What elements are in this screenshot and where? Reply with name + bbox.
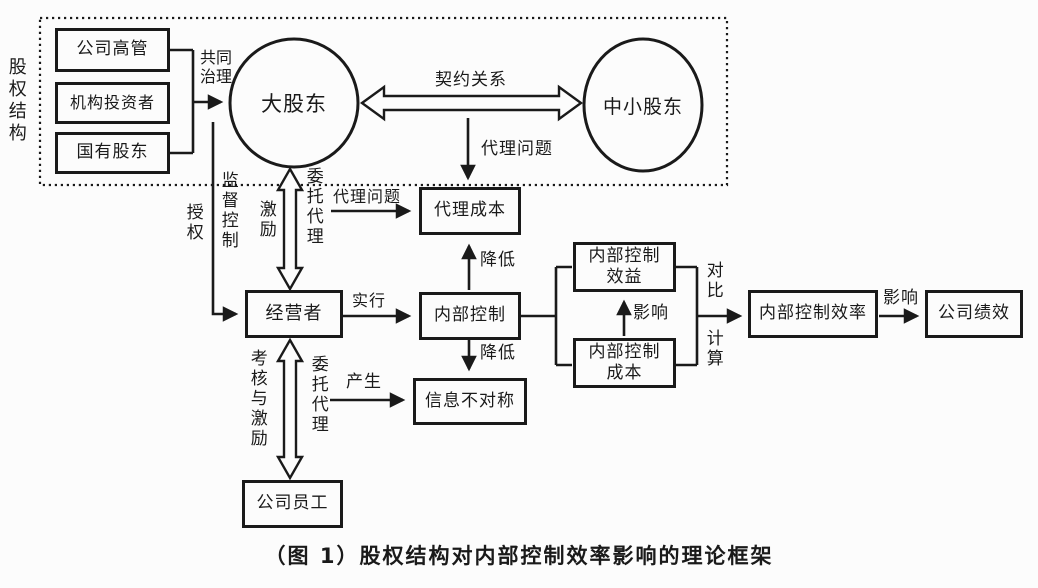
edge-label-calculate: 计算 — [702, 329, 723, 369]
edge-label-supervise-control: 监督控制 — [217, 171, 238, 251]
node-ic-cost-label: 内部控制成本 — [588, 341, 661, 383]
compare-merge-bracket — [676, 265, 699, 367]
equity-structure-dotted-frame — [38, 16, 729, 187]
edge-label-authorize: 授权 — [182, 203, 203, 243]
edge-label-affect-mid: 影响 — [633, 303, 669, 323]
node-ic-benefit: 内部控制效益 — [573, 242, 676, 292]
edge-label-appraisal-incentive: 考核与激励 — [246, 349, 267, 449]
edge-label-incentive: 激励 — [255, 200, 276, 240]
node-manager-label: 经营者 — [265, 302, 323, 324]
edge-label-compare: 对比 — [702, 261, 723, 301]
node-minor-shareholder-label: 中小股东 — [602, 95, 683, 118]
edge-label-principal-agent-top: 委托代理 — [302, 167, 323, 247]
node-institutional-investors-label: 机构投资者 — [69, 93, 155, 112]
node-firm-performance-label: 公司绩效 — [938, 303, 1010, 324]
principal-agent-top-double-arrow — [275, 166, 305, 292]
node-info-asymmetry-label: 信息不对称 — [425, 390, 515, 411]
internal-control-fork-bracket — [521, 265, 572, 367]
node-company-executives-label: 公司高管 — [76, 39, 149, 60]
node-company-executives: 公司高管 — [55, 28, 170, 72]
edge-label-contract-relation: 契约关系 — [435, 70, 507, 90]
node-agency-cost: 代理成本 — [419, 187, 521, 235]
node-firm-performance: 公司绩效 — [925, 290, 1023, 338]
edge-label-joint-governance: 共同治理 — [199, 48, 232, 87]
node-internal-control: 内部控制 — [419, 292, 521, 340]
supervise-control-arrow — [211, 122, 239, 322]
node-employees-label: 公司员工 — [256, 493, 329, 514]
node-state-shareholders: 国有股东 — [55, 132, 170, 174]
node-ic-cost: 内部控制成本 — [573, 338, 676, 388]
minor-shareholder-circle — [582, 37, 704, 173]
edge-label-generate: 产生 — [346, 372, 382, 392]
edge-label-affect-right: 影响 — [883, 288, 919, 308]
node-ic-efficiency: 内部控制效率 — [748, 290, 878, 338]
figure-caption: （图 1）股权结构对内部控制效率影响的理论框架 — [264, 544, 774, 568]
edge-label-agency-problem-vertical: 代理问题 — [481, 139, 553, 159]
principal-agent-bottom-double-arrow — [275, 337, 305, 481]
edge-label-principal-agent-bottom: 委托代理 — [307, 355, 328, 435]
node-ic-benefit-label: 内部控制效益 — [588, 245, 661, 287]
node-internal-control-label: 内部控制 — [434, 305, 506, 326]
large-shareholder-circle — [228, 37, 360, 169]
node-minor-shareholder: 中小股东 — [585, 83, 701, 127]
edge-label-agency-problem-horizontal: 代理问题 — [333, 187, 402, 206]
node-manager: 经营者 — [245, 290, 343, 338]
equity-structure-group-label: 股权结构 — [5, 57, 27, 145]
shareholder-bracket — [170, 48, 195, 155]
node-info-asymmetry: 信息不对称 — [413, 378, 527, 425]
node-large-shareholder-label: 大股东 — [261, 92, 327, 116]
edge-label-reduce-lower: 降低 — [480, 343, 516, 363]
node-agency-cost-label: 代理成本 — [434, 200, 506, 221]
node-state-shareholders-label: 国有股东 — [76, 142, 149, 163]
node-large-shareholder: 大股东 — [230, 79, 358, 127]
node-institutional-investors: 机构投资者 — [55, 82, 170, 124]
node-ic-efficiency-label: 内部控制效率 — [759, 303, 867, 324]
edge-label-implement: 实行 — [352, 291, 387, 310]
contract-relation-double-arrow — [359, 84, 584, 122]
node-employees: 公司员工 — [242, 480, 343, 528]
edge-label-reduce-upper: 降低 — [480, 250, 516, 270]
